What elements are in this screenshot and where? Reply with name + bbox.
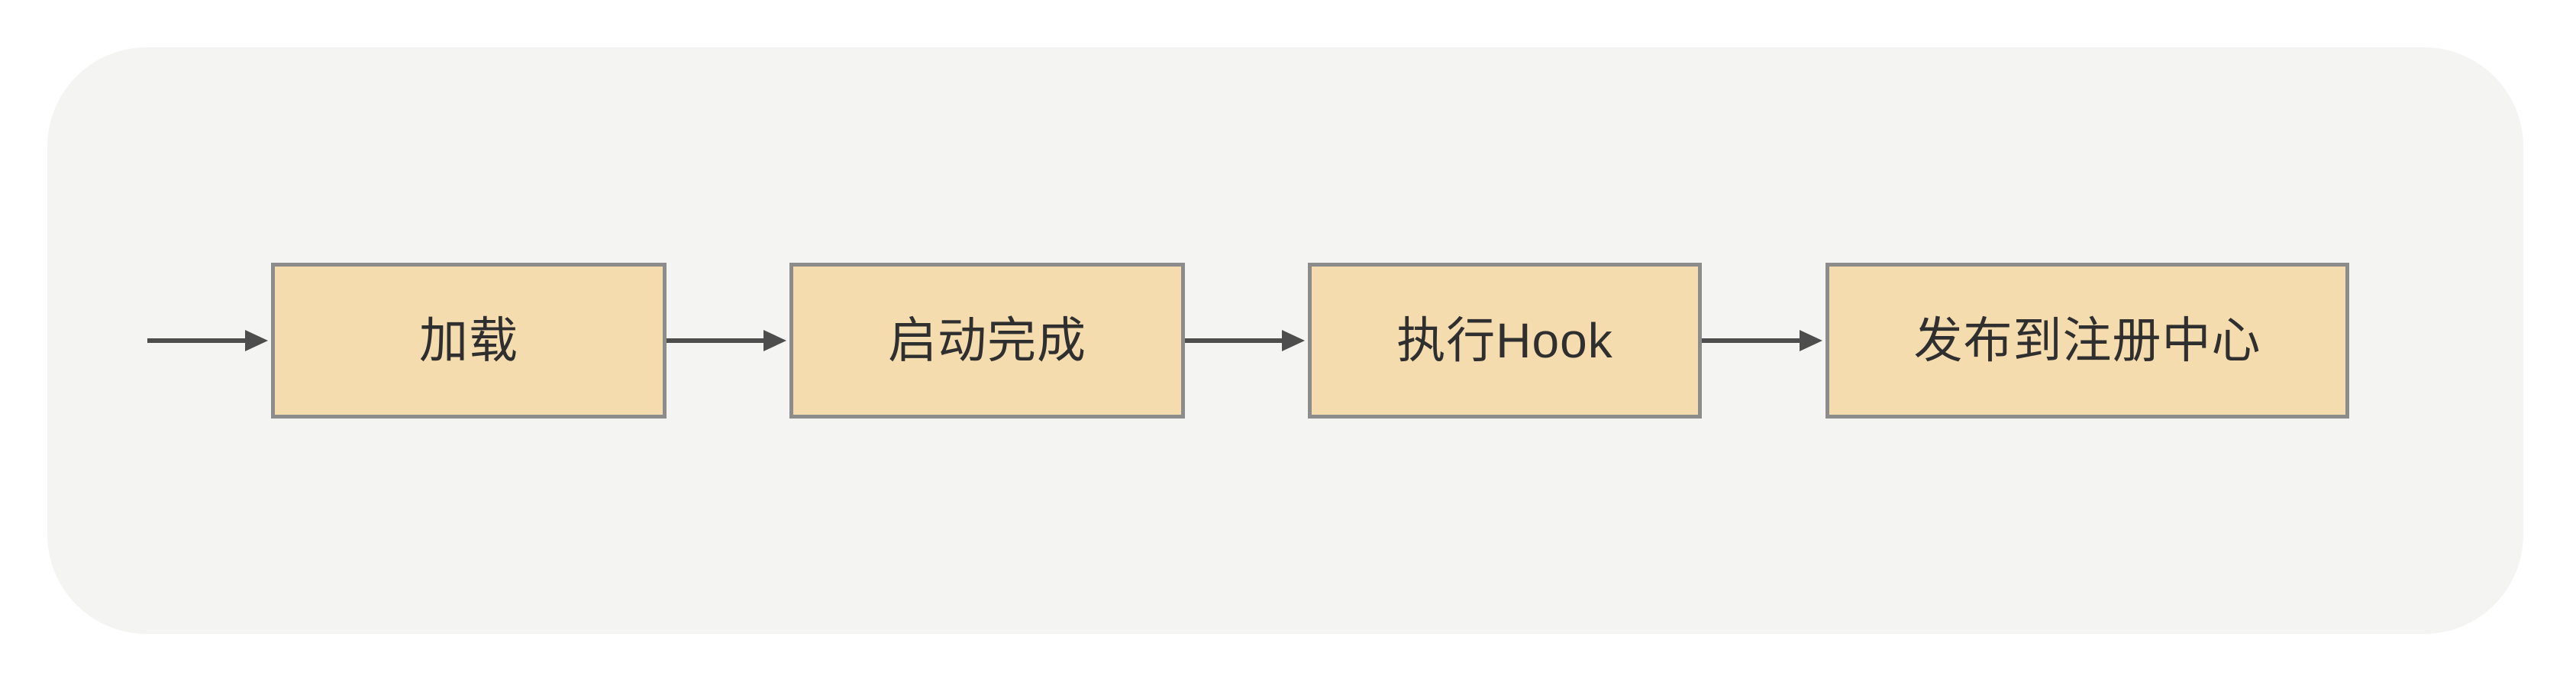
arrow-head-right-icon bbox=[763, 330, 786, 351]
edge-hook-to-register bbox=[1702, 325, 1825, 356]
edge-line bbox=[147, 338, 248, 343]
flow-node-label: 发布到注册中心 bbox=[1913, 313, 2261, 368]
edge-entry-to-load bbox=[147, 325, 271, 356]
flow-node-hook[interactable]: 执行Hook bbox=[1308, 263, 1702, 419]
edge-line bbox=[1702, 338, 1803, 343]
flow-node-load[interactable]: 加载 bbox=[271, 263, 667, 419]
edge-line bbox=[1185, 338, 1285, 343]
arrow-head-right-icon bbox=[1282, 330, 1305, 351]
flow-node-started[interactable]: 启动完成 bbox=[789, 263, 1185, 419]
edge-line bbox=[667, 338, 767, 343]
edge-started-to-hook bbox=[1185, 325, 1308, 356]
flow-node-label: 执行Hook bbox=[1396, 313, 1613, 368]
arrow-head-right-icon bbox=[1800, 330, 1822, 351]
flow-node-label: 加载 bbox=[419, 313, 518, 368]
arrow-head-right-icon bbox=[245, 330, 268, 351]
flow-node-register[interactable]: 发布到注册中心 bbox=[1825, 263, 2349, 419]
flow-node-label: 启动完成 bbox=[888, 313, 1086, 368]
edge-load-to-started bbox=[667, 325, 789, 356]
